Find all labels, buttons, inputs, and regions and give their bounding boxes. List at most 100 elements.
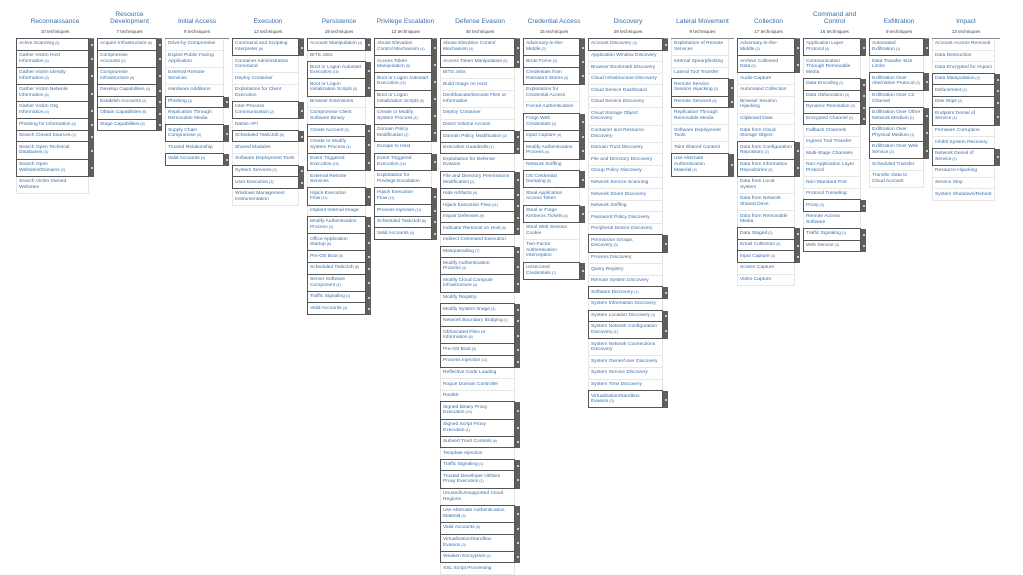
expand-subtechniques-handle[interactable] [795, 251, 800, 264]
technique-cell[interactable]: Network Share Discovery [588, 189, 668, 201]
expand-subtechniques-handle[interactable] [89, 84, 94, 103]
expand-subtechniques-handle[interactable] [89, 39, 94, 51]
technique-cell[interactable]: Gather Victim Identity Information(3) [16, 66, 94, 85]
expand-subtechniques-handle[interactable] [795, 228, 800, 240]
technique-name[interactable]: Modify Cloud Compute Infrastructure [443, 277, 493, 289]
technique-cell[interactable]: Communication Through Removable Media [803, 56, 866, 79]
technique-link[interactable]: Automated Exfiltration(1) [869, 38, 924, 57]
technique-name[interactable]: Template Injection [443, 450, 483, 456]
technique-cell[interactable]: Credentials from Password Stores(5) [523, 66, 585, 85]
expand-subtechniques-handle[interactable] [515, 551, 520, 564]
technique-cell[interactable]: Remote Access Software [803, 211, 866, 230]
technique-cell[interactable]: Exfiltration Over Web Service(2) [869, 141, 929, 160]
expand-subtechniques-handle[interactable] [432, 228, 437, 240]
technique-link[interactable]: BITS Jobs [440, 67, 515, 80]
technique-link[interactable]: Data Destruction [932, 50, 995, 63]
technique-cell[interactable]: Drive-by Compromise [165, 39, 229, 51]
expand-subtechniques-handle[interactable] [89, 142, 94, 160]
expand-subtechniques-handle[interactable] [729, 96, 734, 109]
expand-subtechniques-handle[interactable] [515, 534, 520, 552]
technique-cell[interactable]: Event Triggered Execution(15) [307, 153, 371, 172]
technique-name[interactable]: Modify System Image [443, 306, 491, 312]
tactic-name[interactable]: Privilege Escalation [374, 10, 437, 26]
technique-link[interactable]: Replication Through Removable Media [671, 108, 729, 126]
technique-cell[interactable]: Gather Victim Org Information(4) [16, 101, 94, 120]
technique-name[interactable]: Scheduled Task/Job [310, 265, 354, 271]
expand-subtechniques-handle[interactable] [89, 50, 94, 68]
expand-subtechniques-handle[interactable] [924, 39, 929, 57]
technique-cell[interactable]: Brute Force(4) [523, 55, 585, 68]
technique-link[interactable]: Unused/Unsupported Cloud Regions [440, 488, 515, 506]
technique-name[interactable]: Process Injection [443, 358, 481, 364]
technique-cell[interactable]: System Network Configuration Discovery(1… [588, 321, 668, 340]
technique-link[interactable]: Data from Configuration Repository(2) [737, 141, 795, 160]
expand-subtechniques-handle[interactable] [795, 159, 800, 177]
technique-name[interactable]: Taint Shared Content [674, 144, 720, 150]
technique-name[interactable]: Cloud Service Discovery [591, 99, 645, 105]
technique-name[interactable]: Network Boundary Bridging [443, 318, 503, 324]
technique-link[interactable]: Adversary-in-the-Middle(2) [737, 38, 795, 57]
tactic-name[interactable]: Resource Development [97, 10, 162, 26]
technique-link[interactable]: Modify Cloud Compute Infrastructure(4) [440, 274, 515, 293]
technique-cell[interactable]: Cloud Service Dashboard [588, 85, 668, 97]
technique-name[interactable]: Office Application Startup [310, 236, 348, 248]
technique-name[interactable]: Network Sniffing [591, 203, 627, 209]
technique-link[interactable]: Gather Victim Network Information(6) [16, 83, 89, 103]
technique-link[interactable]: Domain Trust Discovery [588, 142, 663, 155]
technique-link[interactable]: Multi-Stage Channels [803, 148, 861, 160]
technique-name[interactable]: Modify Authentication Process [443, 260, 490, 272]
expand-subtechniques-handle[interactable] [861, 78, 866, 91]
expand-subtechniques-handle[interactable] [663, 391, 668, 409]
technique-name[interactable]: OS Credential Dumping [526, 173, 557, 185]
technique-cell[interactable]: Use Alternate Authentication Material(4) [440, 504, 520, 523]
technique-cell[interactable]: Abuse Elevation Control Mechanism(4) [374, 38, 437, 57]
technique-name[interactable]: Gather Victim Host Information [19, 52, 60, 64]
tactic-name-label[interactable]: Exfiltration [883, 18, 915, 26]
technique-link[interactable]: Browser Bookmark Discovery [588, 62, 663, 74]
technique-link[interactable]: Search Open Websites/Domains(2) [16, 158, 89, 177]
tactic-name[interactable]: Execution [232, 10, 304, 26]
technique-cell[interactable]: Process Injection(11) [440, 355, 520, 368]
technique-name[interactable]: Access Token Manipulation [443, 58, 503, 64]
expand-subtechniques-handle[interactable] [89, 159, 94, 177]
expand-subtechniques-handle[interactable] [515, 356, 520, 368]
expand-subtechniques-handle[interactable] [366, 217, 371, 235]
technique-name[interactable]: System Shutdown/Reboot [935, 191, 992, 197]
technique-link[interactable]: Transfer Data to Cloud Account [869, 170, 924, 188]
technique-cell[interactable]: Compromise Accounts(2) [97, 49, 162, 68]
technique-link[interactable]: Audio Capture [737, 73, 795, 85]
technique-cell[interactable]: External Remote Services [165, 67, 229, 85]
technique-link[interactable]: Execution Guardrails(1) [440, 141, 515, 155]
technique-name[interactable]: Remote System Discovery [591, 278, 649, 284]
technique-cell[interactable]: Search Open Technical Databases(5) [16, 141, 94, 160]
technique-name[interactable]: Permission Groups Discovery [591, 237, 633, 249]
technique-link[interactable]: XSL Script Processing [440, 563, 515, 575]
technique-name[interactable]: Compromise Client Software Binary [310, 110, 352, 122]
technique-name[interactable]: System Time Discovery [591, 381, 643, 387]
expand-subtechniques-handle[interactable] [366, 154, 371, 172]
technique-cell[interactable]: Signed Script Proxy Execution(1) [440, 418, 520, 437]
technique-cell[interactable]: Account Manipulation(4) [307, 38, 371, 51]
technique-cell[interactable]: Modify Authentication Process(4) [440, 257, 520, 276]
technique-link[interactable]: Firmware Corruption [932, 125, 995, 138]
technique-name[interactable]: Access Token Manipulation [377, 58, 408, 70]
expand-subtechniques-handle[interactable] [515, 419, 520, 437]
expand-subtechniques-handle[interactable] [432, 107, 437, 125]
technique-cell[interactable]: Exploitation for Credential Access [523, 84, 585, 103]
technique-name[interactable]: Process Injection [377, 207, 415, 213]
technique-link[interactable]: Modify Authentication Process(4) [307, 216, 366, 235]
technique-name[interactable]: Weaken Encryption [443, 554, 486, 560]
technique-link[interactable]: Exploitation for Defense Evasion [440, 154, 515, 172]
technique-cell[interactable]: Gather Victim Host Information(4) [16, 49, 94, 68]
technique-link[interactable]: Cloud Service Dashboard [588, 85, 663, 97]
technique-name[interactable]: Build Image on Host [443, 81, 488, 87]
technique-cell[interactable]: Forge Web Credentials(2) [523, 112, 585, 131]
technique-link[interactable]: Data Transfer Size Limits [869, 56, 924, 74]
technique-name[interactable]: Exfiltration Over Other Network Medium [872, 110, 921, 121]
technique-name[interactable]: Unused/Unsupported Cloud Regions [443, 490, 504, 502]
technique-link[interactable]: Boot or Logon Autostart Execution(15) [374, 72, 432, 91]
technique-name[interactable]: Software Deployment Tools [235, 156, 295, 162]
technique-link[interactable]: Two-Factor Authentication Interception [523, 239, 580, 263]
technique-name[interactable]: System Location Discovery [591, 312, 650, 318]
technique-name[interactable]: BITS Jobs [443, 70, 466, 76]
